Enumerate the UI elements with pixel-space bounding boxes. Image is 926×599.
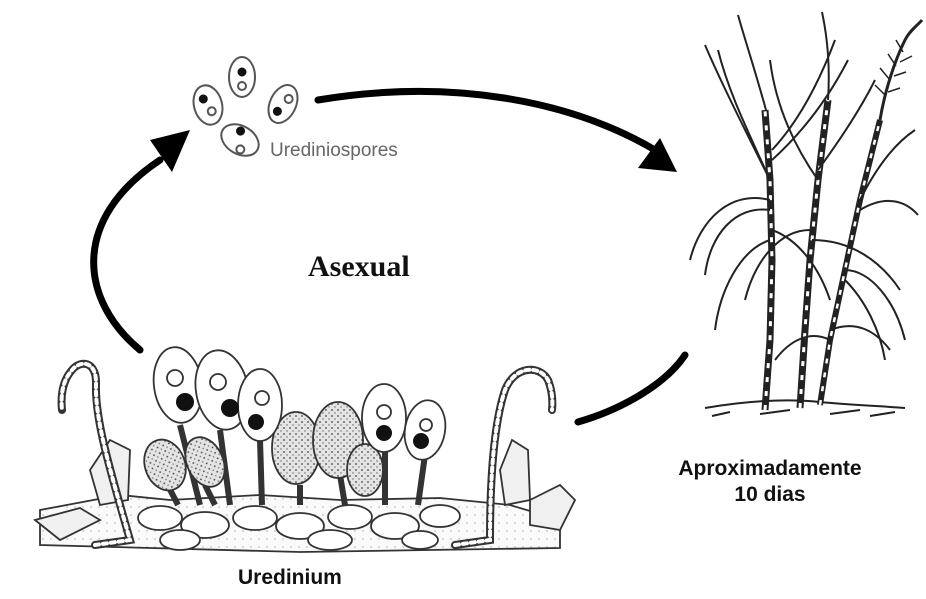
arrow-uredinium-to-spores: [94, 160, 160, 350]
asexual-cycle-label: Asexual: [308, 250, 410, 284]
uredinium-illustration: [35, 344, 575, 552]
urediniospores-label: Urediniospores: [270, 140, 398, 162]
duration-label-line1: Aproximadamente: [650, 456, 890, 482]
uredinium-label: Uredinium: [238, 566, 342, 590]
duration-label-line2: 10 dias: [650, 482, 890, 508]
sugarcane-plant-illustration: [690, 12, 922, 416]
duration-label: Aproximadamente 10 dias: [650, 456, 890, 508]
arrow-plant-to-uredinium: [578, 355, 685, 422]
